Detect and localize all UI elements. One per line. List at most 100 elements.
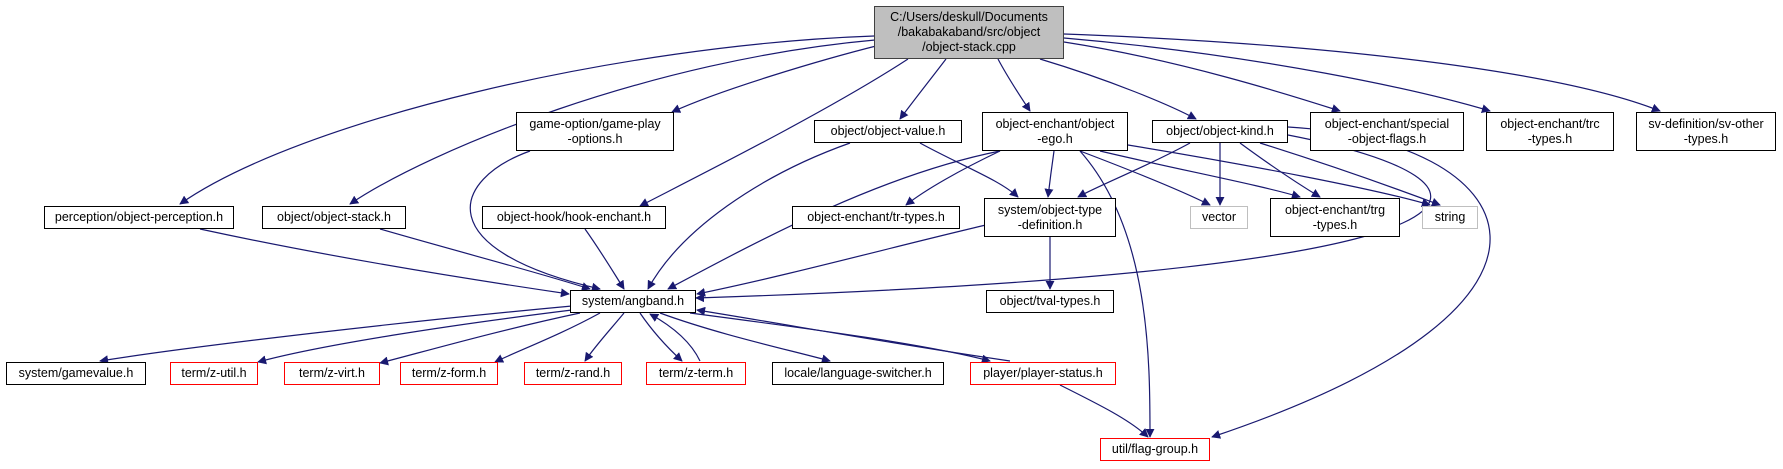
node-label-line: -options.h [567, 131, 623, 146]
edge-kind-typedef [1077, 142, 1191, 198]
node-label-line: term/z-virt.h [299, 366, 365, 380]
node-label-line: -ego.h [1037, 131, 1073, 146]
node-special-object-flags[interactable]: object-enchant/special-object-flags.h [1310, 112, 1464, 151]
edge-hook-angband [584, 228, 625, 290]
edge-root-kind [1039, 58, 1197, 120]
node-hook-enchant[interactable]: object-hook/hook-enchant.h [482, 206, 666, 229]
node-label-line: -types.h [1683, 131, 1729, 146]
edge-root-ego [997, 58, 1031, 112]
node-player-status[interactable]: player/player-status.h [970, 362, 1116, 385]
node-label-line: object/object-kind.h [1166, 124, 1274, 138]
node-object-value[interactable]: object/object-value.h [814, 120, 962, 143]
node-gamevalue[interactable]: system/gamevalue.h [6, 362, 146, 385]
edge-perception-angband [199, 228, 570, 298]
node-label-line: -types.h [1312, 217, 1358, 232]
edge-gameplay-angband [469, 150, 601, 292]
node-trc-types[interactable]: object-enchant/trc-types.h [1486, 112, 1614, 151]
node-z-form[interactable]: term/z-form.h [400, 362, 498, 385]
edge-root-objstack [349, 39, 876, 205]
node-label-line: string [1434, 210, 1466, 224]
edge-root-gameplay [671, 44, 881, 113]
edge-angband-zutil [257, 309, 573, 365]
node-label-line: vector [1201, 210, 1237, 224]
node-label-line: game-option/game-play [529, 116, 661, 131]
node-label-line: term/z-util.h [181, 366, 247, 380]
edge-playerstatus-angband [696, 306, 1011, 362]
node-label-line: util/flag-group.h [1111, 442, 1199, 456]
edge-ego-vector [1079, 150, 1211, 206]
node-z-rand[interactable]: term/z-rand.h [524, 362, 622, 385]
edge-root-trc [1063, 37, 1491, 113]
node-z-util[interactable]: term/z-util.h [170, 362, 258, 385]
node-label-line: system/angband.h [581, 294, 685, 308]
node-label-line: perception/object-perception.h [54, 210, 224, 224]
node-tr-types[interactable]: object-enchant/tr-types.h [792, 206, 960, 229]
node-object-ego[interactable]: object-enchant/object-ego.h [982, 112, 1128, 151]
node-label-line: term/z-term.h [658, 366, 734, 380]
edge-root-special [1063, 41, 1341, 113]
node-object-stack-h[interactable]: object/object-stack.h [262, 206, 406, 229]
edge-ego-trtypes [905, 150, 1001, 206]
node-label-line: object/object-value.h [830, 124, 946, 138]
node-vector: vector [1190, 206, 1248, 229]
node-label-line: object-enchant/special [1324, 116, 1450, 131]
edge-angband-zterm [639, 312, 683, 362]
node-label-line: sv-definition/sv-other [1648, 116, 1764, 131]
edge-root-hook [639, 58, 909, 207]
node-label-line: /bakabakaband/src/object [897, 25, 1041, 39]
edge-playerstatus-flaggroup [1059, 384, 1149, 438]
node-label-line: object-enchant/object [995, 116, 1115, 131]
node-label-line: locale/language-switcher.h [784, 366, 932, 380]
node-object-perception[interactable]: perception/object-perception.h [44, 206, 234, 229]
node-label-line: -definition.h [1017, 217, 1083, 232]
node-object-kind[interactable]: object/object-kind.h [1152, 120, 1288, 143]
edge-kind-angband [695, 134, 1432, 303]
node-label-line: /object-stack.cpp [922, 40, 1016, 54]
edge-angband-langswitch [659, 312, 831, 364]
node-label-line: object-hook/hook-enchant.h [496, 210, 652, 224]
node-label-line: player/player-status.h [983, 366, 1103, 380]
edge-ego-string [1127, 144, 1431, 207]
node-z-term[interactable]: term/z-term.h [646, 362, 746, 385]
node-sv-other-types[interactable]: sv-definition/sv-other-types.h [1636, 112, 1776, 151]
node-angband[interactable]: system/angband.h [570, 290, 696, 313]
node-label-line: system/gamevalue.h [18, 366, 134, 380]
node-z-virt[interactable]: term/z-virt.h [284, 362, 380, 385]
edge-objstack-angband [379, 228, 591, 291]
node-label-line: object/tval-types.h [999, 294, 1101, 308]
edge-root-perception [179, 35, 875, 205]
edge-angband-zrand [584, 312, 625, 362]
node-object-stack-cpp: C:/Users/deskull/Documents/bakabakaband/… [874, 6, 1064, 59]
node-tval-types[interactable]: object/tval-types.h [986, 290, 1114, 313]
node-object-type-definition[interactable]: system/object-type-definition.h [984, 198, 1116, 237]
edge-value-angband [647, 142, 851, 290]
edge-value-typedef [919, 142, 1019, 198]
node-string: string [1422, 206, 1478, 229]
node-language-switcher[interactable]: locale/language-switcher.h [772, 362, 944, 385]
node-label-line: term/z-form.h [411, 366, 487, 380]
edge-typedef-angband [696, 224, 987, 297]
node-label-line: C:/Users/deskull/Documents [890, 10, 1048, 24]
node-label-line: -types.h [1527, 131, 1573, 146]
node-label-line: -object-flags.h [1347, 131, 1427, 146]
node-label-line: object-enchant/trg [1284, 202, 1386, 217]
node-label-line: system/object-type [997, 202, 1103, 217]
node-flag-group[interactable]: util/flag-group.h [1100, 438, 1210, 461]
edge-root-svother [1063, 33, 1661, 113]
node-label-line: object-enchant/trc [1500, 116, 1600, 131]
edge-angband-zvirt [379, 312, 581, 366]
edge-root-value [899, 58, 947, 120]
node-game-play-options[interactable]: game-option/game-play-options.h [516, 112, 674, 151]
node-trg-types[interactable]: object-enchant/trg-types.h [1270, 198, 1400, 237]
edge-zterm-angband [649, 313, 701, 362]
edge-kind-trg [1239, 142, 1321, 198]
edge-ego-trg [1099, 150, 1301, 199]
edge-angband-gamevalue [99, 305, 573, 365]
edge-kind-string [1259, 142, 1441, 207]
node-label-line: object/object-stack.h [277, 210, 391, 224]
node-label-line: object-enchant/tr-types.h [807, 210, 945, 224]
edge-ego-typedef [1044, 150, 1055, 198]
node-label-line: term/z-rand.h [535, 366, 611, 380]
edge-angband-playerstatus [689, 312, 991, 364]
